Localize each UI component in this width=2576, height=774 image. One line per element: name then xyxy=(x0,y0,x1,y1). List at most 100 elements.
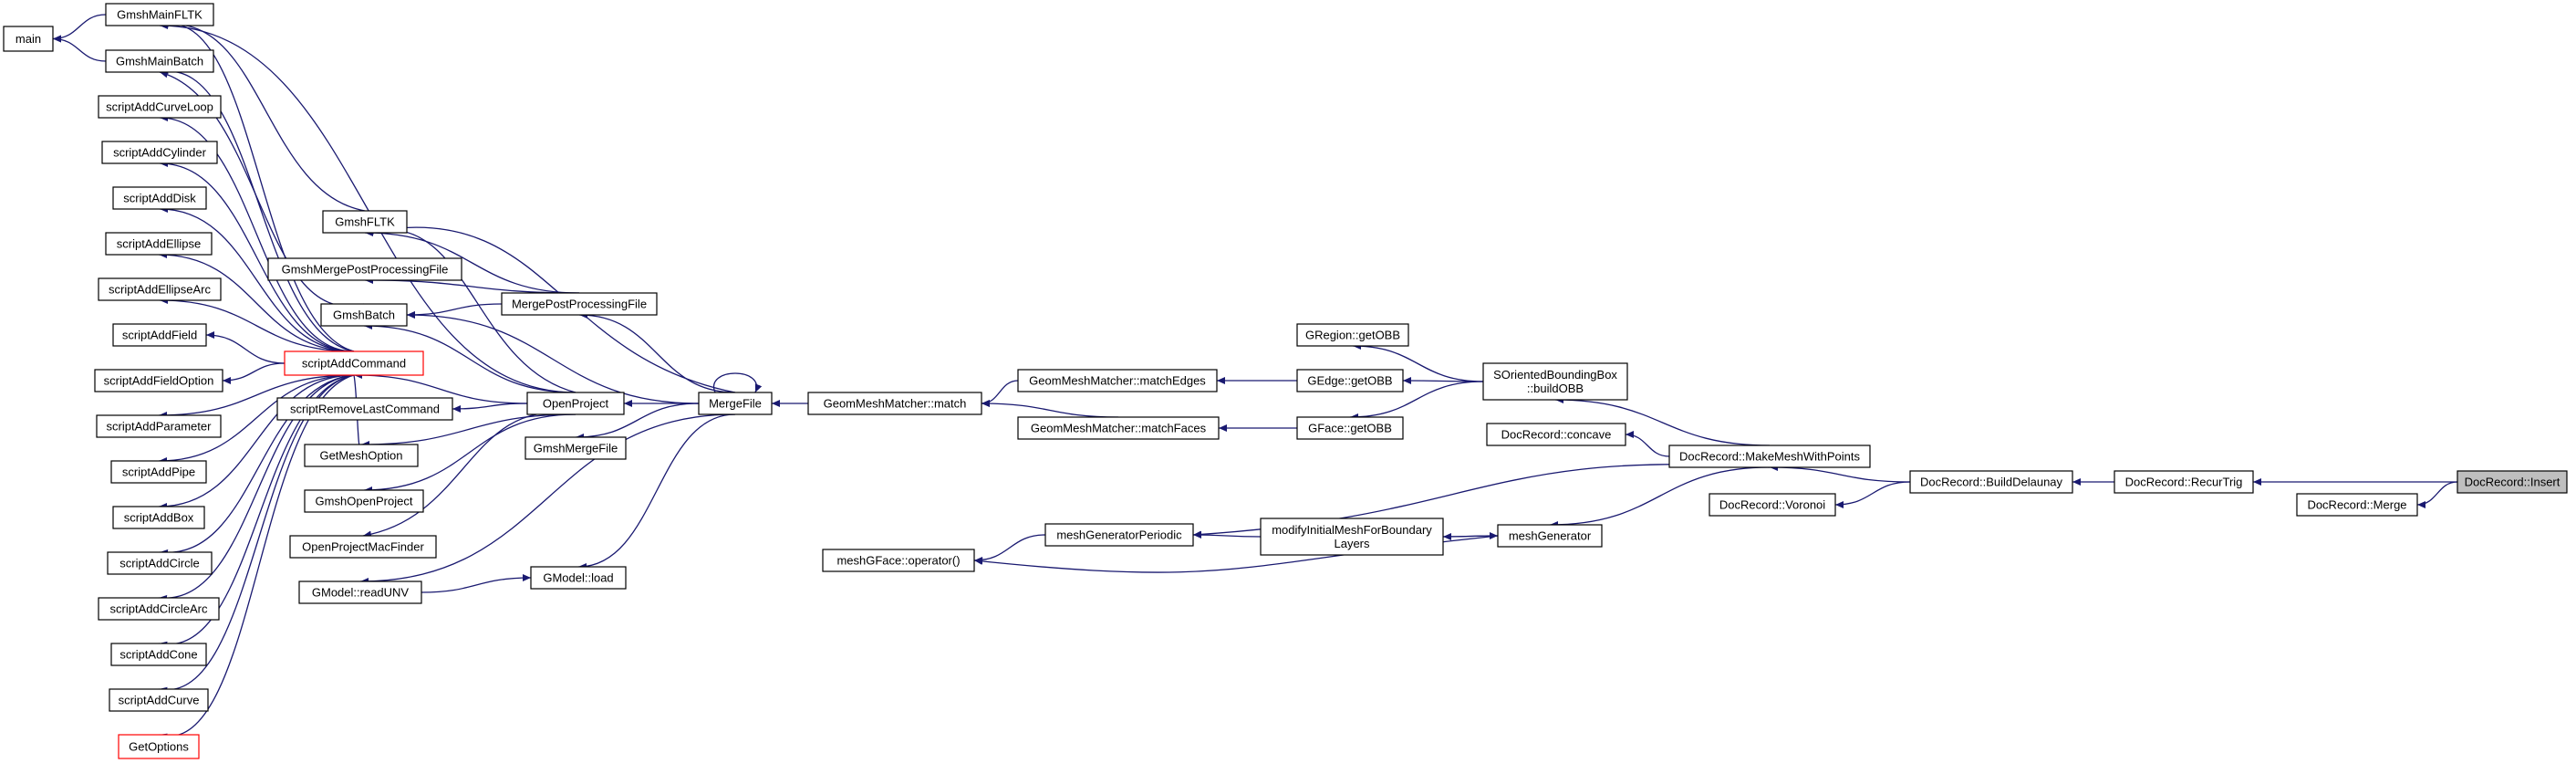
node-script-add-parameter[interactable]: scriptAddParameter xyxy=(96,414,222,438)
node-box xyxy=(1296,416,1404,440)
node-script-add-cylinder[interactable]: scriptAddCylinder xyxy=(101,141,218,164)
node-open-project[interactable]: OpenProject xyxy=(526,392,625,415)
node-docrecord-make-mesh-with-points[interactable]: DocRecord::MakeMeshWithPoints xyxy=(1668,445,1871,468)
node-script-add-circle-arc[interactable]: scriptAddCircleArc xyxy=(98,597,220,621)
node-merge-post-processing-file[interactable]: MergePostProcessingFile xyxy=(501,292,658,316)
node-layer: main GmshMainFLTK GmshMainBatch scriptAddCu… xyxy=(3,3,2568,759)
edge-soriented_bounding_box_build_obb-to-gregion_get_obb xyxy=(1352,342,1484,382)
node-docrecord-recur-trig[interactable]: DocRecord::RecurTrig xyxy=(2114,470,2254,494)
edge-merge_file-to-gmsh_batch xyxy=(406,311,700,404)
node-geom-mesh-matcher-match[interactable]: GeomMeshMatcher::match xyxy=(807,392,982,415)
edge-gmodel_read_unv-to-gmodel_load xyxy=(421,574,532,593)
edge-mesh_generator_periodic-to-mesh_gface_operator xyxy=(973,534,1046,564)
node-label: GModel::readUNV xyxy=(312,586,410,600)
node-script-add-disk[interactable]: scriptAddDisk xyxy=(112,186,207,210)
node-script-add-field-option[interactable]: scriptAddFieldOption xyxy=(94,369,223,392)
node-script-add-curve-loop[interactable]: scriptAddCurveLoop xyxy=(98,95,222,119)
node-label: DocRecord::concave xyxy=(1501,428,1612,442)
node-gmodel-read-unv[interactable]: GModel::readUNV xyxy=(298,580,422,604)
edge-soriented_bounding_box_build_obb-to-gface_get_obb xyxy=(1349,381,1484,421)
node-script-add-field[interactable]: scriptAddField xyxy=(112,323,207,347)
node-label: scriptAddCircleArc xyxy=(110,602,208,616)
node-label: DocRecord::MakeMeshWithPoints xyxy=(1679,450,1860,464)
node-geom-mesh-matcher-match-faces[interactable]: GeomMeshMatcher::matchFaces xyxy=(1017,416,1220,440)
edge-script_add_command-to-script_add_circle xyxy=(159,374,355,557)
node-script-remove-last-command[interactable]: scriptRemoveLastCommand xyxy=(276,397,453,421)
node-script-add-ellipse-arc[interactable]: scriptAddEllipseArc xyxy=(98,277,222,301)
node-gedge-get-obb[interactable]: GEdge::getOBB xyxy=(1296,369,1404,392)
node-gmsh-main-fltk[interactable]: GmshMainFLTK xyxy=(105,3,214,26)
edge-docrecord_insert-to-docrecord_merge xyxy=(2416,481,2458,508)
node-box xyxy=(3,26,54,52)
edge-script_add_command-to-script_add_field xyxy=(205,331,286,364)
node-script-add-curve[interactable]: scriptAddCurve xyxy=(109,688,209,712)
node-main[interactable]: main xyxy=(3,26,54,52)
node-script-add-ellipse[interactable]: scriptAddEllipse xyxy=(105,232,213,256)
node-mesh-gface-operator[interactable]: meshGFace::operator() xyxy=(822,549,975,572)
node-label: OpenProjectMacFinder xyxy=(302,540,424,554)
node-docrecord-voronoi[interactable]: DocRecord::Voronoi xyxy=(1709,493,1836,517)
edge-merge_file-to-gmsh_merge_file xyxy=(575,403,700,441)
node-open-project-mac-finder[interactable]: OpenProjectMacFinder xyxy=(289,535,437,559)
node-box xyxy=(112,323,207,347)
node-mesh-generator[interactable]: meshGenerator xyxy=(1497,524,1603,548)
node-gmsh-fltk[interactable]: GmshFLTK xyxy=(322,210,408,234)
edge-script_add_command-to-gmsh_main_batch xyxy=(159,67,355,352)
node-label: meshGFace::operator() xyxy=(836,554,960,568)
node-box xyxy=(289,535,437,559)
node-label: scriptAddCurveLoop xyxy=(106,100,213,114)
edge-merge_file-to-gmodel_load xyxy=(577,413,736,570)
node-label: DocRecord::Voronoi xyxy=(1719,498,1825,512)
node-gface-get-obb[interactable]: GFace::getOBB xyxy=(1296,416,1404,440)
node-gmsh-main-batch[interactable]: GmshMainBatch xyxy=(105,49,214,73)
node-box xyxy=(2457,470,2568,494)
node-merge-file[interactable]: MergeFile xyxy=(698,392,773,415)
node-box xyxy=(96,414,222,438)
node-box xyxy=(267,257,462,281)
edge-gmsh_fltk-to-gmsh_main_fltk xyxy=(159,20,366,212)
node-box xyxy=(322,210,408,234)
node-label: GmshBatch xyxy=(333,309,395,322)
edge-gmsh_main_batch-to-main xyxy=(52,35,107,62)
node-geom-mesh-matcher-match-edges[interactable]: GeomMeshMatcher::matchEdges xyxy=(1017,369,1218,392)
node-script-add-circle[interactable]: scriptAddCircle xyxy=(107,551,213,575)
node-gregion-get-obb[interactable]: GRegion::getOBB xyxy=(1296,323,1409,347)
edge-script_add_command-to-script_add_field_option xyxy=(222,362,286,384)
node-label: scriptAddFieldOption xyxy=(104,374,214,388)
node-gmsh-open-project[interactable]: GmshOpenProject xyxy=(304,489,424,513)
node-script-add-box[interactable]: scriptAddBox xyxy=(112,506,205,529)
node-label: MergePostProcessingFile xyxy=(512,298,647,311)
node-script-add-pipe[interactable]: scriptAddPipe xyxy=(110,460,207,484)
node-docrecord-build-delaunay[interactable]: DocRecord::BuildDelaunay xyxy=(1909,470,2073,494)
node-docrecord-concave[interactable]: DocRecord::concave xyxy=(1486,423,1626,446)
node-label: GmshMergePostProcessingFile xyxy=(282,263,449,277)
node-get-options[interactable]: GetOptions xyxy=(118,734,200,759)
node-gmsh-merge-post-processing-file[interactable]: GmshMergePostProcessingFile xyxy=(267,257,462,281)
node-label: scriptAddPipe xyxy=(122,465,195,479)
node-box xyxy=(112,186,207,210)
edge-script_add_command-to-script_add_pipe xyxy=(158,374,355,465)
node-label: meshGenerator xyxy=(1509,529,1592,543)
node-label: DocRecord::Insert xyxy=(2465,476,2560,489)
node-box xyxy=(1296,369,1404,392)
node-box xyxy=(109,688,209,712)
node-docrecord-insert[interactable]: DocRecord::Insert xyxy=(2457,470,2568,494)
node-get-mesh-option[interactable]: GetMeshOption xyxy=(304,444,419,467)
node-gmsh-merge-file[interactable]: GmshMergeFile xyxy=(525,436,627,460)
node-box xyxy=(1668,445,1871,468)
node-script-add-command[interactable]: scriptAddCommand xyxy=(284,350,424,376)
edge-modify_initial_mesh_for_boundary_layers-to-mesh_generator_periodic xyxy=(1192,531,1262,539)
node-label: GFace::getOBB xyxy=(1308,422,1392,435)
node-docrecord-merge[interactable]: DocRecord::Merge xyxy=(2296,493,2418,517)
node-soriented-bounding-box-build-obb[interactable]: SOrientedBoundingBox::buildOBB xyxy=(1482,362,1628,401)
node-label: scriptAddCurve xyxy=(119,694,200,707)
node-box xyxy=(112,506,205,529)
node-box xyxy=(530,566,627,590)
node-script-add-cone[interactable]: scriptAddCone xyxy=(110,643,207,666)
node-gmodel-load[interactable]: GModel::load xyxy=(530,566,627,590)
node-gmsh-batch[interactable]: GmshBatch xyxy=(320,303,408,327)
node-box xyxy=(807,392,982,415)
node-mesh-generator-periodic[interactable]: meshGeneratorPeriodic xyxy=(1044,523,1194,547)
edge-script_add_command-to-script_add_disk xyxy=(159,205,355,352)
